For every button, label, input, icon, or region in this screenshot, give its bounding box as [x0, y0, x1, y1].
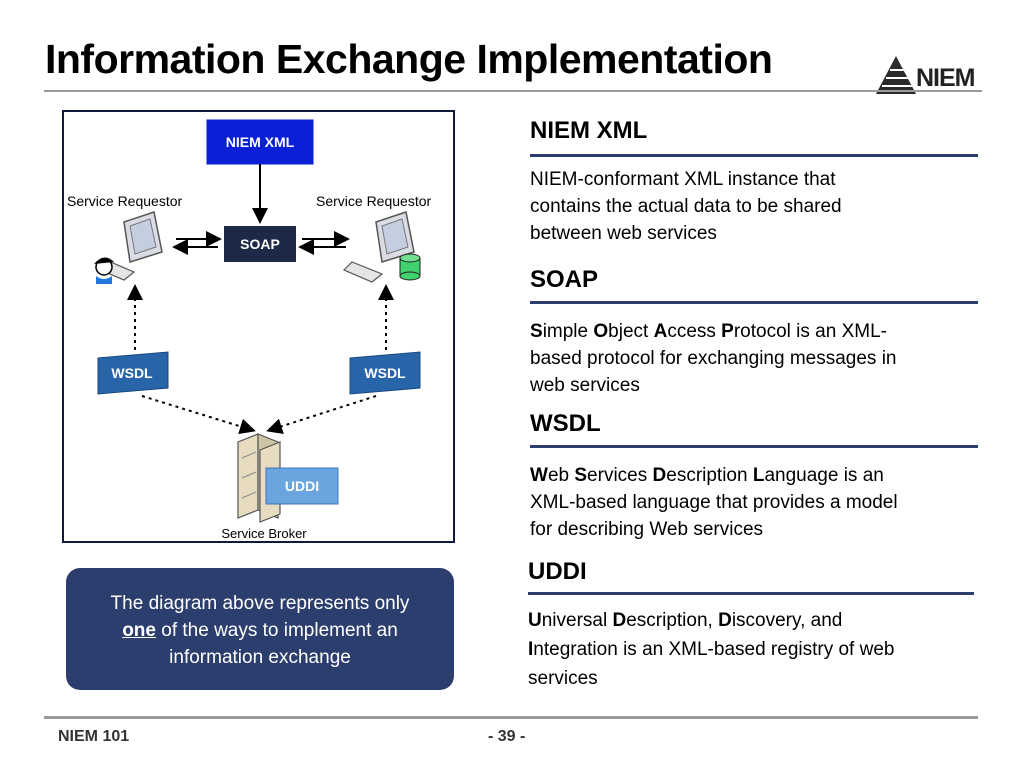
page-number: - 39 -: [488, 728, 526, 745]
footer-course-name: NIEM 101: [58, 728, 130, 745]
wsdl-left-box: WSDL: [97, 351, 169, 395]
term-divider-wsdl: [530, 445, 978, 448]
term-heading-soap: SOAP: [530, 266, 599, 293]
slide-title: Information Exchange Implementation: [45, 36, 773, 82]
niem-logo: NIEM: [874, 52, 984, 98]
left-computer-icon: [94, 211, 163, 281]
term-heading-wsdl: WSDL: [530, 410, 601, 437]
logo-wordmark: NIEM: [916, 64, 975, 92]
desc-line: services: [528, 668, 598, 689]
uddi-box: UDDI: [265, 467, 339, 505]
niem-pyramid-icon: [876, 56, 916, 94]
uddi-label: UDDI: [285, 478, 319, 494]
term-divider-niem-xml: [530, 154, 978, 157]
note-emphasis: one: [122, 620, 156, 641]
soap-label: SOAP: [240, 236, 280, 252]
desc-line: contains the actual data to be shared: [530, 196, 842, 217]
desc-line: Universal Description, Discovery, and: [528, 610, 843, 631]
term-desc-niem-xml: NIEM-conformant XML instance that contai…: [530, 166, 980, 247]
desc-line: NIEM-conformant XML instance that: [530, 169, 836, 190]
right-wsdl-broker-arrow: [266, 395, 377, 434]
niem-xml-box: NIEM XML: [206, 119, 314, 165]
wsdl-left-label: WSDL: [111, 365, 153, 381]
desc-line: Web Services Description Language is an: [530, 465, 884, 486]
desc-line: XML-based language that provides a model: [530, 492, 898, 513]
requestor-left-label: Service Requestor: [67, 193, 183, 209]
term-heading-uddi: UDDI: [528, 558, 587, 585]
desc-line: for describing Web services: [530, 519, 764, 540]
requestor-right-label: Service Requestor: [316, 193, 432, 209]
desc-line: web services: [530, 375, 640, 396]
term-heading-niem-xml: NIEM XML: [530, 117, 648, 144]
term-divider-uddi: [528, 592, 974, 595]
database-icon: [399, 253, 421, 281]
note-line-2-rest: of the ways to implement an: [155, 620, 398, 641]
user-icon: [94, 257, 114, 284]
desc-line: Simple Object Access Protocol is an XML-: [530, 321, 887, 342]
desc-line: based protocol for exchanging messages i…: [530, 348, 897, 369]
desc-line: between web services: [530, 223, 717, 244]
left-wsdl-broker-arrow: [141, 395, 256, 435]
note-line-1: The diagram above represents only: [110, 593, 410, 614]
niem-xml-label: NIEM XML: [226, 134, 295, 150]
note-line-2: one of the ways to implement an: [66, 617, 454, 644]
footer-divider: [44, 716, 978, 719]
term-desc-soap: Simple Object Access Protocol is an XML-…: [530, 318, 980, 399]
architecture-diagram: NIEM XML SOAP Service Requestor Service …: [62, 110, 455, 543]
right-computer-icon: [342, 211, 415, 283]
diagram-note: The diagram above represents only one of…: [66, 568, 454, 690]
term-desc-wsdl: Web Services Description Language is an …: [530, 462, 980, 543]
soap-box: SOAP: [224, 226, 296, 262]
term-divider-soap: [530, 301, 978, 304]
wsdl-right-label: WSDL: [364, 365, 406, 381]
term-desc-uddi: Universal Description, Discovery, and In…: [528, 606, 978, 693]
wsdl-right-box: WSDL: [349, 351, 421, 395]
note-line-3: information exchange: [169, 647, 351, 668]
desc-line: Integration is an XML-based registry of …: [528, 639, 895, 660]
title-divider: [44, 90, 982, 92]
service-broker-label: Service Broker: [221, 526, 307, 541]
